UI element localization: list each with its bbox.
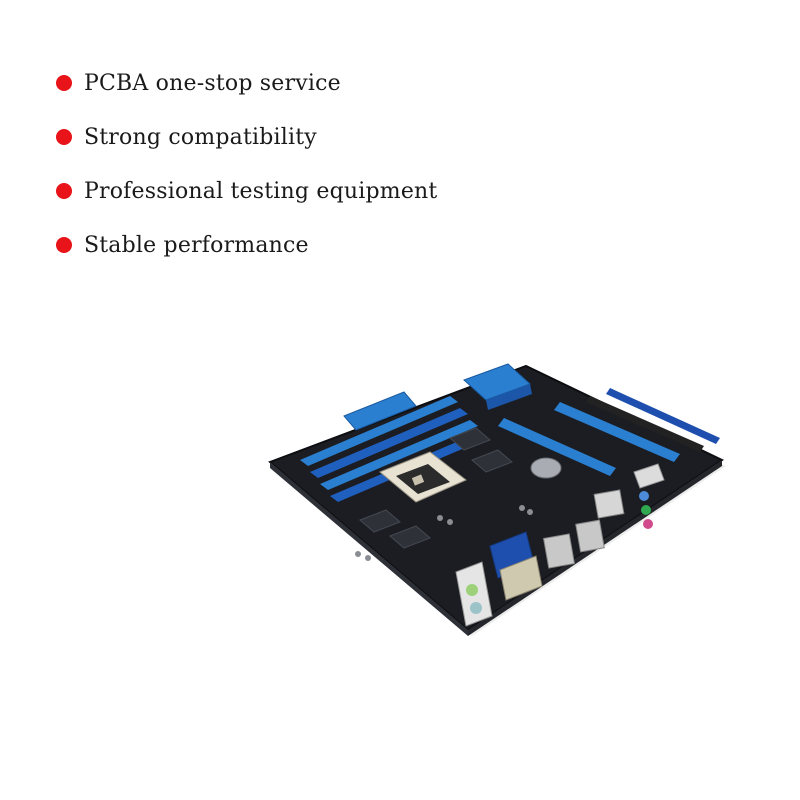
feature-item-compatibility: Strong compatibility (56, 110, 437, 164)
bullet-icon (56, 183, 72, 199)
bullet-icon (56, 129, 72, 145)
feature-item-pcba: PCBA one-stop service (56, 56, 437, 110)
motherboard-illustration (268, 363, 726, 636)
bullet-icon (56, 237, 72, 253)
feature-label: Professional testing equipment (84, 178, 438, 204)
feature-label: Stable performance (84, 232, 309, 258)
pcie-slots (498, 388, 720, 476)
rear-io-ports (455, 463, 665, 627)
feature-label: PCBA one-stop service (84, 70, 341, 96)
power-connector (343, 391, 417, 431)
feature-list: PCBA one-stop service Strong compatibili… (56, 56, 437, 272)
cmos-battery (530, 457, 562, 479)
feature-item-performance: Stable performance (56, 218, 437, 272)
feature-label: Strong compatibility (84, 124, 317, 150)
feature-item-testing: Professional testing equipment (56, 164, 437, 218)
cpu-socket (379, 451, 467, 503)
motherboard-image (260, 340, 740, 640)
bullet-icon (56, 75, 72, 91)
